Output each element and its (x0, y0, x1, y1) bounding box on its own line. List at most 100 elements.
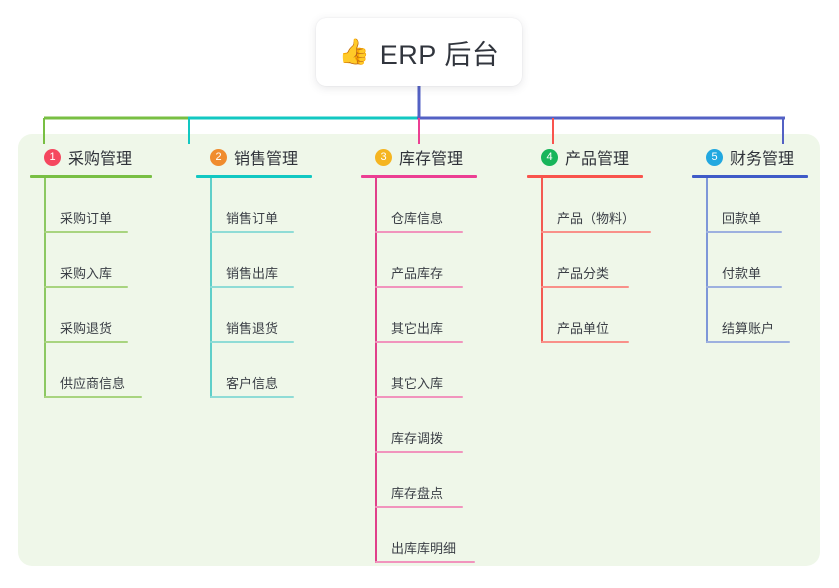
branches-panel (18, 134, 820, 566)
branch-item-rule (541, 341, 629, 343)
root-node-content: 👍 ERP 后台 (339, 33, 500, 72)
branch-spine (541, 178, 543, 343)
branch-item[interactable]: 仓库信息 (361, 178, 521, 233)
branch-header-rule (361, 175, 477, 178)
branch-header-rule (30, 175, 152, 178)
branch-item-label: 供应商信息 (60, 376, 126, 391)
branch-item[interactable]: 回款单 (692, 178, 832, 233)
branch-item-rule (541, 286, 629, 288)
branch-item-label: 产品库存 (391, 266, 444, 281)
branch-item-label: 采购入库 (60, 266, 113, 281)
branch-item[interactable]: 付款单 (692, 233, 832, 288)
branch-item-rule (706, 341, 790, 343)
branch-item[interactable]: 产品单位 (527, 288, 687, 343)
branch-item-rule (44, 286, 128, 288)
branch-spine (706, 178, 708, 343)
branch-item[interactable]: 采购入库 (30, 233, 180, 288)
branch-item[interactable]: 销售退货 (196, 288, 346, 343)
branch-item-rule (375, 231, 463, 233)
branch-column-3[interactable]: 3 库存管理仓库信息产品库存其它出库其它入库库存调拨库存盘点出库库明细 (361, 144, 521, 563)
branch-header-2[interactable]: 2 销售管理 (196, 144, 346, 170)
branch-item-rule (44, 341, 128, 343)
branch-item-label: 销售出库 (226, 266, 279, 281)
branch-item[interactable]: 供应商信息 (30, 343, 180, 398)
branch-column-4[interactable]: 4 产品管理产品（物料） 产品分类产品单位 (527, 144, 687, 343)
branch-item-label: 销售订单 (226, 211, 279, 226)
branch-header-rule (527, 175, 643, 178)
branch-item-rule (375, 396, 463, 398)
branch-spine (210, 178, 212, 398)
branch-title: 财务管理 (730, 151, 795, 168)
branch-item-rule (706, 286, 782, 288)
branch-item-rule (706, 231, 782, 233)
branch-item-rule (375, 561, 475, 563)
branch-item-list: 仓库信息产品库存其它出库其它入库库存调拨库存盘点出库库明细 (361, 178, 521, 563)
branch-item-label: 回款单 (722, 211, 762, 226)
branch-item-label: 结算账户 (722, 321, 775, 336)
branch-item[interactable]: 销售订单 (196, 178, 346, 233)
branch-item-label: 采购订单 (60, 211, 113, 226)
branch-number-badge: 3 (375, 148, 392, 166)
branch-item[interactable]: 销售出库 (196, 233, 346, 288)
branch-item-label: 产品（物料） (557, 211, 636, 226)
branch-item-rule (210, 341, 294, 343)
branch-item-label: 销售退货 (226, 321, 279, 336)
branch-item-label: 其它入库 (391, 376, 444, 391)
branch-column-1[interactable]: 1 采购管理采购订单采购入库采购退货供应商信息 (30, 144, 180, 398)
branch-header-3[interactable]: 3 库存管理 (361, 144, 521, 170)
branch-header-5[interactable]: 5 财务管理 (692, 144, 832, 170)
branch-header-rule (196, 175, 312, 178)
branch-item-rule (44, 396, 142, 398)
branch-item-label: 库存盘点 (391, 486, 444, 501)
branch-spine (44, 178, 46, 398)
branch-item[interactable]: 采购退货 (30, 288, 180, 343)
branch-item-label: 客户信息 (226, 376, 279, 391)
branch-item-rule (375, 506, 463, 508)
branch-item[interactable]: 采购订单 (30, 178, 180, 233)
branch-number-badge: 4 (541, 148, 558, 166)
branch-item-label: 库存调拨 (391, 431, 444, 446)
branch-header-rule (692, 175, 808, 178)
branch-item-label: 仓库信息 (391, 211, 444, 226)
branch-number-badge: 2 (210, 148, 227, 166)
branch-item-rule (210, 231, 294, 233)
branch-item-rule (210, 286, 294, 288)
branch-item[interactable]: 库存盘点 (361, 453, 521, 508)
branch-number-badge: 5 (706, 148, 723, 166)
branch-column-5[interactable]: 5 财务管理回款单付款单结算账户 (692, 144, 832, 343)
branch-item-list: 采购订单采购入库采购退货供应商信息 (30, 178, 180, 398)
branch-item-rule (375, 341, 463, 343)
branch-number-badge: 1 (44, 148, 61, 166)
branch-item-rule (375, 286, 463, 288)
branch-header-1[interactable]: 1 采购管理 (30, 144, 180, 170)
branch-item[interactable]: 产品库存 (361, 233, 521, 288)
branch-item-rule (210, 396, 294, 398)
branch-item-label: 产品单位 (557, 321, 610, 336)
root-node[interactable]: 👍 ERP 后台 (316, 18, 522, 86)
thumbs-up-icon: 👍 (338, 37, 370, 66)
branch-item-label: 出库库明细 (391, 541, 457, 556)
branch-column-2[interactable]: 2 销售管理销售订单销售出库销售退货客户信息 (196, 144, 346, 398)
branch-title: 销售管理 (234, 151, 299, 168)
branch-spine (375, 178, 377, 563)
branch-title: 产品管理 (565, 151, 630, 168)
branch-item-list: 产品（物料） 产品分类产品单位 (527, 178, 687, 343)
branch-item[interactable]: 客户信息 (196, 343, 346, 398)
branch-item[interactable]: 其它出库 (361, 288, 521, 343)
branch-item[interactable]: 其它入库 (361, 343, 521, 398)
branch-item[interactable]: 结算账户 (692, 288, 832, 343)
branch-item-list: 回款单付款单结算账户 (692, 178, 832, 343)
root-node-title: ERP 后台 (379, 39, 500, 70)
branch-header-4[interactable]: 4 产品管理 (527, 144, 687, 170)
branch-item[interactable]: 库存调拨 (361, 398, 521, 453)
branch-item[interactable]: 出库库明细 (361, 508, 521, 563)
branch-item[interactable]: 产品分类 (527, 233, 687, 288)
branch-item-rule (44, 231, 128, 233)
branch-title: 采购管理 (68, 151, 133, 168)
branch-item-rule (541, 231, 651, 233)
branch-item-list: 销售订单销售出库销售退货客户信息 (196, 178, 346, 398)
branch-item[interactable]: 产品（物料） (527, 178, 687, 233)
branch-title: 库存管理 (399, 151, 464, 168)
branch-item-label: 其它出库 (391, 321, 444, 336)
